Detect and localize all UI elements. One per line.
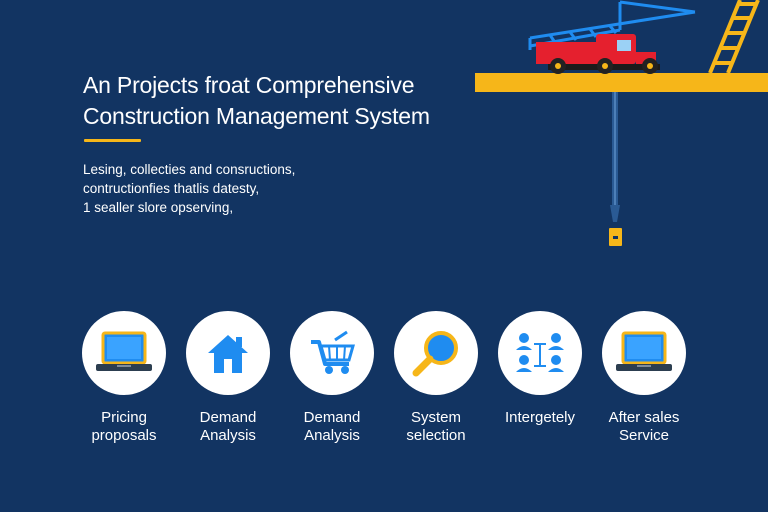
feature-circle [602, 311, 686, 395]
page-title: An Projects froat Comprehensive Construc… [83, 70, 473, 132]
magnifier-icon [412, 331, 458, 377]
feature-label: Demand Analysis [282, 409, 382, 445]
feature-circle [186, 311, 270, 395]
subtitle-line-3: 1 sealler slore opserving, [83, 200, 234, 215]
feature-circle [82, 311, 166, 395]
feature-label-line-1: Demand [199, 409, 257, 426]
laptop-icon [616, 331, 672, 371]
feature-pricing-proposals[interactable]: Pricing proposals [74, 311, 174, 445]
feature-after-sales-service[interactable]: After sales Service [594, 311, 694, 445]
house-icon [208, 335, 248, 373]
crane-illustration [475, 0, 768, 246]
feature-label-line-2: proposals [91, 427, 157, 444]
feature-label-line-1: Demand [303, 409, 361, 426]
subtitle-line-1: Lesing, collecties and consructions, [83, 162, 296, 177]
feature-label-line-1: After sales [608, 409, 680, 426]
title-line-1: An Projects froat Comprehensive [83, 72, 415, 98]
subtitle: Lesing, collecties and consructions, con… [83, 160, 343, 217]
feature-label: After sales Service [594, 409, 694, 445]
feature-label-line-2: Service [618, 427, 670, 444]
feature-label-line-1: System [410, 409, 461, 426]
feature-row: Pricing proposals Demand Analysis [82, 311, 702, 451]
shopping-cart-icon [311, 330, 355, 374]
feature-circle [394, 311, 478, 395]
subtitle-line-2: contructionfies thatlis datesty, [83, 181, 260, 196]
feature-demand-analysis-2[interactable]: Demand Analysis [282, 311, 382, 445]
feature-system-selection[interactable]: System selection [386, 311, 486, 445]
feature-demand-analysis-1[interactable]: Demand Analysis [178, 311, 278, 445]
feature-label-line-2: Analysis [200, 427, 256, 444]
feature-label: Pricing proposals [74, 409, 174, 445]
feature-label-line-2: selection [406, 427, 466, 444]
feature-label: System selection [386, 409, 486, 445]
truck-icon [536, 34, 660, 74]
feature-label-line-1: Intergetely [504, 409, 576, 426]
feature-circle [290, 311, 374, 395]
feature-label: Demand Analysis [178, 409, 278, 445]
ladder-icon [708, 0, 760, 74]
laptop-icon [96, 331, 152, 371]
feature-circle [498, 311, 582, 395]
team-network-icon [516, 333, 564, 372]
feature-label-line-2: Analysis [304, 427, 360, 444]
feature-intergetely[interactable]: Intergetely [490, 311, 590, 427]
title-line-2: Construction Management System [83, 103, 430, 129]
feature-label: Intergetely [490, 409, 590, 427]
title-underline [84, 139, 141, 142]
feature-label-line-1: Pricing [101, 409, 147, 426]
crane-beam [475, 73, 768, 92]
